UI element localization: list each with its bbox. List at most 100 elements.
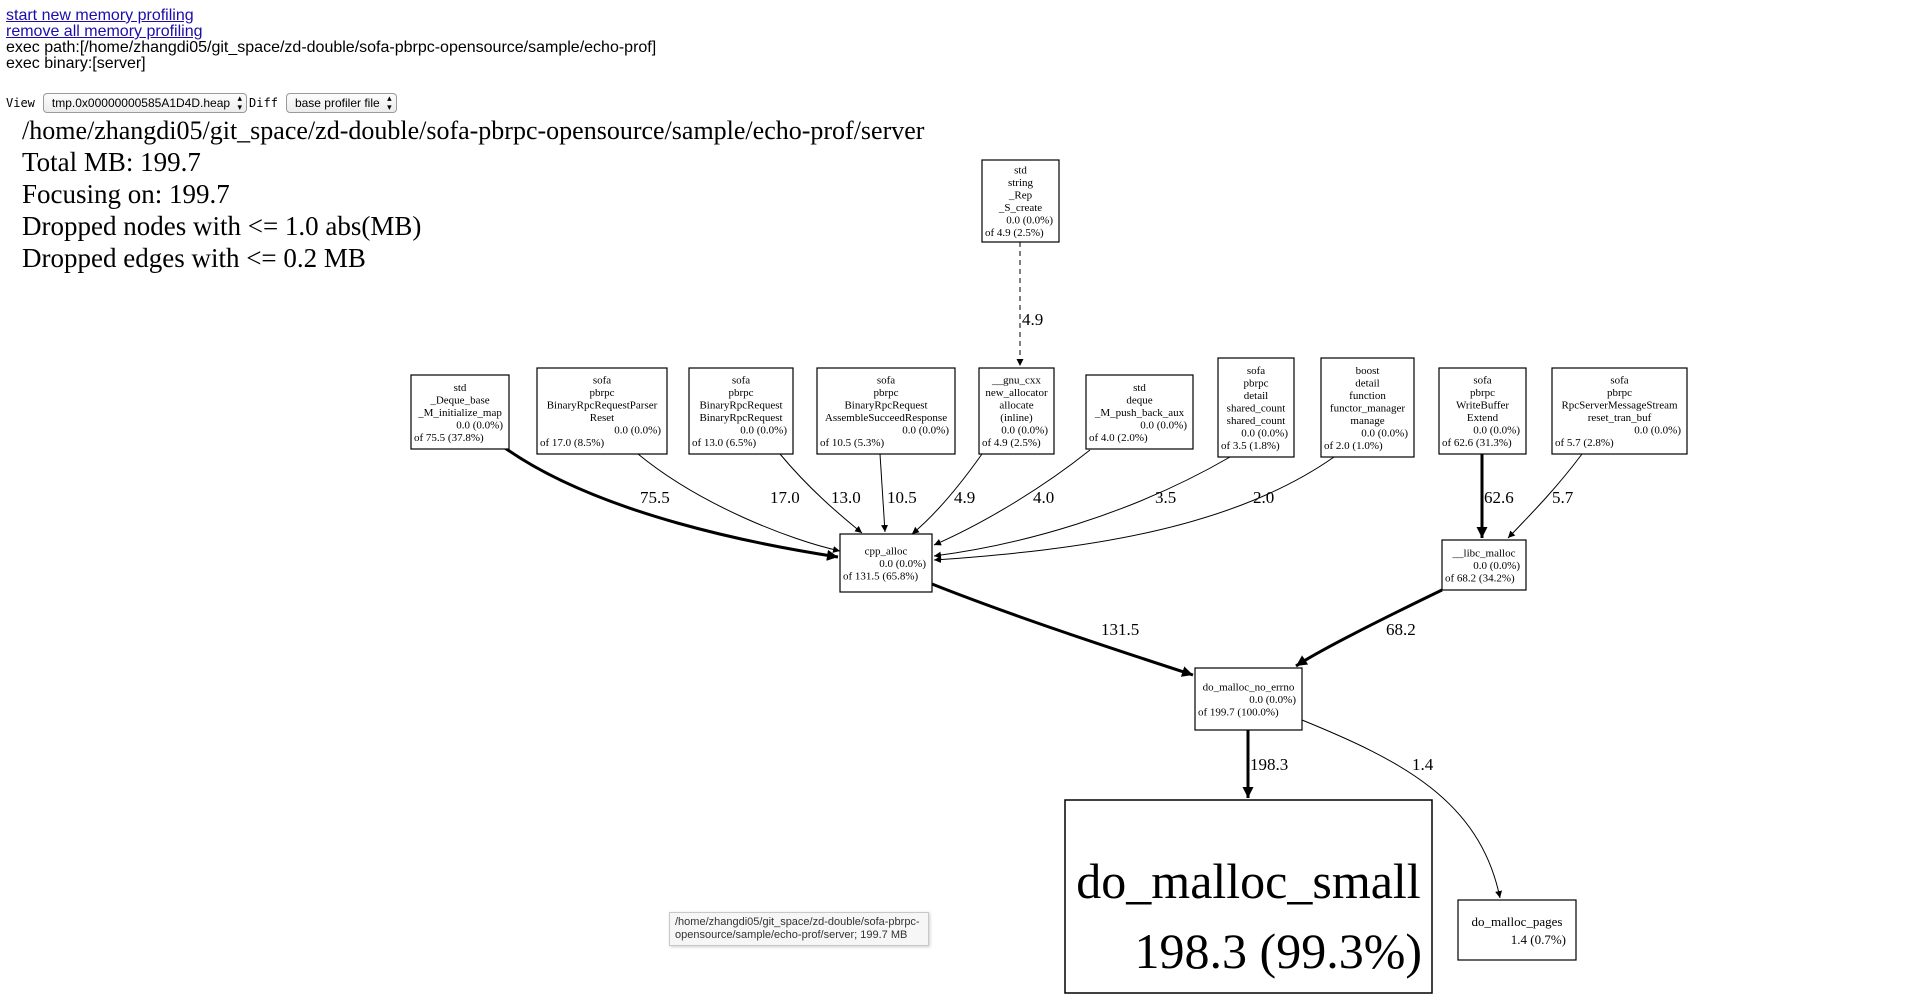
edge-label: 2.0 [1253,488,1274,507]
node-cum-stat: of 5.7 (2.8%) [1555,437,1614,449]
node-name-line: function [1349,390,1386,402]
edge-reset_tran-to-libc_malloc [1507,453,1583,539]
node-box [1457,899,1577,961]
node-self-stat: 0.0 (0.0%) [1473,425,1520,437]
node-name-line: _M_initialize_map [417,407,502,419]
node-box [981,159,1060,243]
node-name-line: do_malloc_no_errno [1203,681,1295,693]
node-name-line: detail [1355,377,1379,389]
node-box [1085,374,1194,450]
node-boost_fm[interactable]: boostdetailfunctionfunctor_managermanage… [1320,357,1415,458]
edge-label: 198.3 [1250,755,1288,774]
edge-label: 3.5 [1155,488,1176,507]
node-self-stat: 0.0 (0.0%) [1361,427,1408,439]
node-name-line: (inline) [1000,412,1033,424]
node-box [410,374,510,450]
edge-label: 17.0 [770,488,800,507]
graph-header: /home/zhangdi05/git_space/zd-double/sofa… [22,120,925,273]
node-name-line: BinaryRpcRequest [699,400,782,412]
node-reset_tran[interactable]: sofapbrpcRpcServerMessageStreamreset_tra… [1551,367,1688,455]
profile-controls: View tmp.0x00000000585A1D4D.heap ▴▾ Diff… [6,93,399,113]
graph-header-line: Total MB: 199.7 [22,147,201,177]
view-select-value: tmp.0x00000000585A1D4D.heap [51,96,231,110]
node-name-line: sofa [732,375,750,387]
graph-header-line: /home/zhangdi05/git_space/zd-double/sofa… [22,120,925,145]
view-select[interactable]: tmp.0x00000000585A1D4D.heap ▴▾ [42,93,248,113]
node-name-line: reset_tran_buf [1588,412,1652,424]
node-name-line: manage [1350,415,1384,427]
node-cum-stat: of 4.9 (2.5%) [985,227,1044,239]
node-gnu_alloc[interactable]: __gnu_cxxnew_allocatorallocate(inline)0.… [978,367,1055,455]
node-name-line: sofa [593,375,611,387]
node-box [1438,367,1527,455]
node-cum-stat: of 199.7 (100.0%) [1198,706,1279,718]
node-name-line: pbrpc [589,387,614,399]
node-box [978,367,1055,455]
graph-header-line: Focusing on: 199.7 [22,179,230,209]
node-name-line: WriteBuffer [1456,400,1509,412]
node-shared_count[interactable]: sofapbrpcdetailshared_countshared_count0… [1217,357,1295,458]
start-profiling-link[interactable]: start new memory profiling [6,7,194,24]
node-box [816,367,956,455]
edge-label: 1.4 [1412,755,1434,774]
node-box [1320,357,1415,458]
edge-label: 10.5 [887,488,917,507]
edge-label: 62.6 [1484,488,1514,507]
node-name-line: BinaryRpcRequest [699,412,782,424]
node-cum-stat: of 3.5 (1.8%) [1221,440,1280,452]
node-name-line: std [1014,165,1027,177]
node-name-line: __gnu_cxx [991,375,1041,387]
node-box [1064,799,1433,994]
node-self-stat: 0.0 (0.0%) [1001,425,1048,437]
node-box [1217,357,1295,458]
node-name-line: __libc_malloc [1452,547,1516,559]
node-cum-stat: of 4.0 (2.0%) [1089,432,1148,444]
node-name: do_malloc_small [1076,853,1420,909]
node-self-stat: 0.0 (0.0%) [740,425,787,437]
node-name-line: sofa [1247,365,1265,377]
diff-label: Diff [249,96,278,110]
exec-path-text: exec path:[/home/zhangdi05/git_space/zd-… [6,39,657,56]
node-name-line: RpcServerMessageStream [1561,400,1678,412]
diff-select[interactable]: base profiler file ▴▾ [285,93,397,113]
node-name-line: pbrpc [1470,387,1495,399]
node-name-line: boost [1356,365,1380,377]
node-name-line: new_allocator [985,387,1048,399]
node-cum-stat: of 131.5 (65.8%) [843,570,918,582]
edge-shared_count-to-cpp_alloc [933,456,1231,559]
node-name-line: sofa [1473,375,1491,387]
node-self-stat: 0.0 (0.0%) [1241,427,1288,439]
node-name-line: string [1008,177,1034,189]
node-request_ctor[interactable]: sofapbrpcBinaryRpcRequestBinaryRpcReques… [688,367,794,455]
edge-label: 4.0 [1033,488,1054,507]
node-self-stat: 0.0 (0.0%) [1249,694,1296,706]
node-cum-stat: of 62.6 (31.3%) [1442,437,1512,449]
node-name-line: shared_count [1227,415,1286,427]
edge-deque_init-to-cpp_alloc [504,446,839,561]
diff-select-value: base profiler file [294,96,380,110]
edge-boost_fm-to-cpp_alloc [933,456,1335,564]
edge-request_ctor-to-cpp_alloc [779,453,863,534]
node-name-line: detail [1244,390,1268,402]
edge-label: 5.7 [1552,488,1574,507]
node-assemble[interactable]: sofapbrpcBinaryRpcRequestAssembleSucceed… [816,367,956,455]
remove-profiling-link[interactable]: remove all memory profiling [6,23,203,40]
node-name-line: Extend [1467,412,1499,424]
edge-gnu_alloc-to-cpp_alloc [911,453,983,535]
node-name-line: _Rep [1008,190,1033,202]
node-name-line: pbrpc [1243,377,1268,389]
edge-assemble-to-cpp_alloc [879,453,889,533]
node-name-line: sofa [877,375,895,387]
node-parser_reset[interactable]: sofapbrpcBinaryRpcRequestParserReset0.0 … [536,367,668,455]
node-name-line: functor_manager [1330,402,1405,414]
